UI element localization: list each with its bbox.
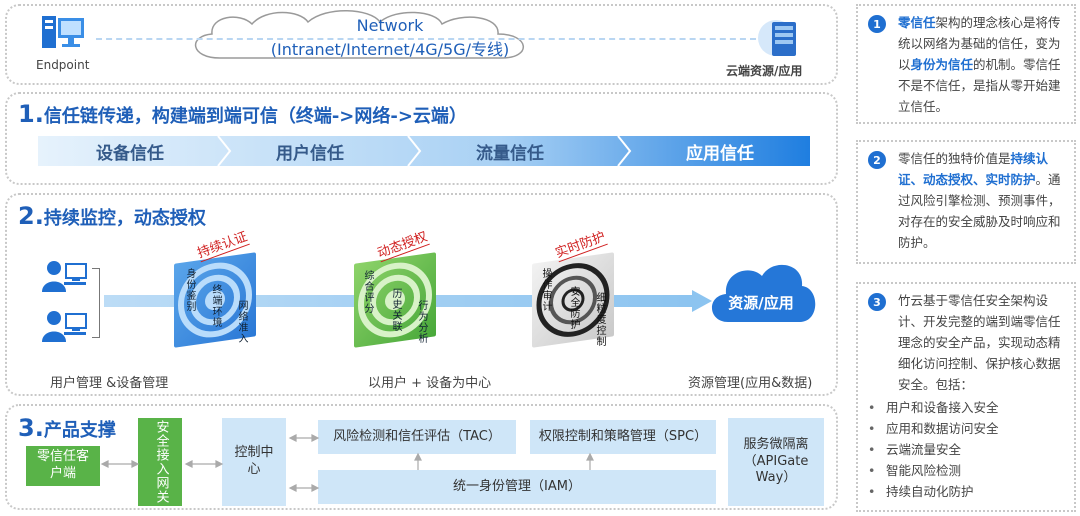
continuous-auth-card bbox=[174, 252, 256, 348]
resource-mgmt-label: 资源管理(应用&数据) bbox=[688, 376, 813, 391]
section3-title: 3.产品支撑 bbox=[18, 414, 116, 442]
card2-text-3: 行为分析 bbox=[416, 300, 427, 344]
network-line bbox=[96, 38, 756, 40]
section2-title: 2.持续监控，动态授权 bbox=[18, 202, 206, 230]
dynamic-authz-card bbox=[354, 252, 436, 348]
section1-title: 1.信任链传递，构建端到端可信（终端->网络->云端） bbox=[18, 100, 467, 128]
card2-text-1: 综合评分 bbox=[362, 270, 373, 314]
card2-text-2: 历史关联 bbox=[390, 288, 401, 332]
realtime-protect-card bbox=[532, 252, 614, 348]
card1-text-2: 终端环境 bbox=[210, 284, 221, 328]
card1-text-1: 身份鉴别 bbox=[184, 268, 195, 312]
chevron-device-trust: 设备信任 bbox=[96, 143, 164, 164]
zero-trust-client-box: 零信任客户端 bbox=[26, 446, 100, 486]
users-bracket bbox=[92, 268, 100, 338]
tac-box: 风险检测和信任评估（TAC） bbox=[318, 420, 516, 454]
list-item: 智能风险检测 bbox=[866, 460, 1066, 481]
chevron-user-trust: 用户信任 bbox=[276, 143, 344, 164]
trust-chain-bar bbox=[38, 135, 810, 167]
computer-icon bbox=[42, 16, 84, 48]
network-cloud-icon bbox=[194, 10, 524, 59]
number-badge: 3 bbox=[868, 293, 886, 311]
card3-text-3: 细粒度控制 bbox=[594, 292, 605, 347]
user-device-center-label: 以用户 + 设备为中心 bbox=[368, 376, 492, 391]
list-item: 持续自动化防护 bbox=[866, 481, 1066, 502]
network-subtitle: (Intranet/Internet/4G/5G/专线) bbox=[270, 40, 510, 59]
chevron-traffic-trust: 流量信任 bbox=[476, 143, 544, 164]
info-box-3: 3 竹云基于零信任安全架构设计、开发完整的端到端零信任理念的安全产品，实现动态精… bbox=[856, 282, 1076, 512]
user-device-icon-2 bbox=[42, 311, 87, 342]
feature-list: 用户和设备接入安全 应用和数据访问安全 云端流量安全 智能风险检测 持续自动化防… bbox=[866, 397, 1066, 502]
list-item: 云端流量安全 bbox=[866, 439, 1066, 460]
list-item: 用户和设备接入安全 bbox=[866, 397, 1066, 418]
info-box-1: 1 零信任架构的理念核心是将传统以网络为基础的信任，变为以身份为信任的机制。零信… bbox=[856, 4, 1076, 124]
cloud-resource-label: 云端资源/应用 bbox=[726, 64, 803, 78]
api-gateway-box: 服务微隔离（APIGate Way） bbox=[728, 418, 824, 506]
chevron-app-trust: 应用信任 bbox=[686, 143, 754, 164]
iam-box: 统一身份管理（IAM） bbox=[318, 470, 716, 504]
spc-box: 权限控制和策略管理（SPC） bbox=[530, 420, 716, 454]
endpoint-label: Endpoint bbox=[36, 58, 90, 72]
target-rings-icon-2 bbox=[358, 262, 432, 338]
card3-text-1: 操作审计 bbox=[540, 268, 551, 312]
target-rings-icon bbox=[178, 262, 252, 338]
number-badge: 2 bbox=[868, 151, 886, 169]
network-title: Network bbox=[356, 16, 424, 35]
user-device-icon bbox=[42, 261, 87, 292]
list-item: 应用和数据访问安全 bbox=[866, 418, 1066, 439]
card1-text-3: 网络准入 bbox=[236, 300, 247, 344]
target-rings-icon-3 bbox=[536, 263, 610, 337]
control-center-box: 控制中心 bbox=[222, 418, 286, 506]
section3-arrows bbox=[100, 434, 594, 492]
server-icon bbox=[758, 20, 796, 56]
resource-cloud-icon bbox=[711, 264, 816, 322]
card3-text-2: 安全防护 bbox=[568, 286, 579, 330]
info-box-2: 2 零信任的独特价值是持续认证、动态授权、实时防护。通过风险引擎检测、预测事件，… bbox=[856, 140, 1076, 264]
number-badge: 1 bbox=[868, 15, 886, 33]
secure-access-gateway-box: 安全接入网关 bbox=[138, 418, 182, 506]
resource-label: 资源/应用 bbox=[728, 294, 794, 312]
user-device-mgmt-label: 用户管理 &设备管理 bbox=[50, 376, 169, 391]
